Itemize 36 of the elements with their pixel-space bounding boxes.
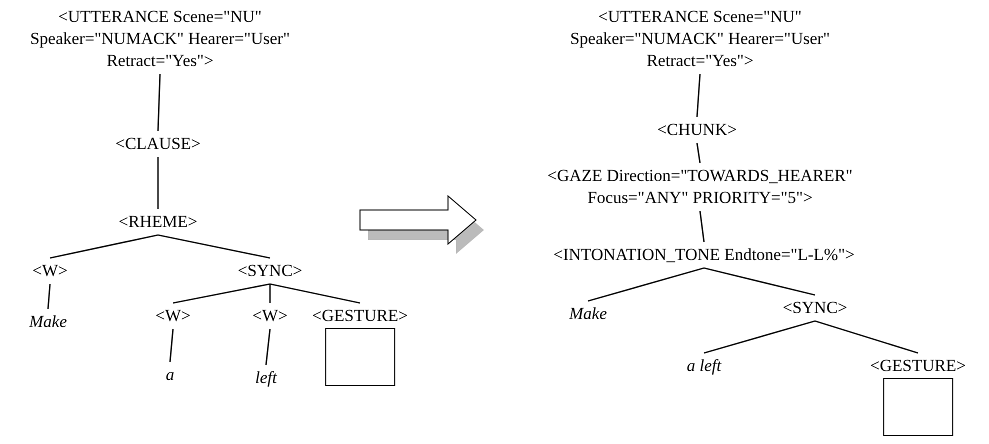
tag-label: <RHEME> <box>118 211 198 233</box>
word-label: left <box>255 367 277 389</box>
tree-branch-line <box>588 267 704 302</box>
tree-branch-line <box>814 320 918 354</box>
tree-branch-line <box>157 157 159 209</box>
tag-label: <INTONATION_TONE Endtone="L-L%"> <box>553 244 855 266</box>
word-label: Make <box>569 303 607 325</box>
word-label: Make <box>29 311 67 333</box>
tree-branch-line <box>704 320 816 354</box>
tree-branch-line <box>270 283 360 304</box>
tree-branch-line <box>265 328 271 366</box>
tag-label: <SYNC> <box>782 297 848 319</box>
tag-label: <CHUNK> <box>657 119 737 141</box>
tag-label: <GESTURE> <box>870 355 966 377</box>
tree-branch-line <box>269 284 271 303</box>
tree-branch-line <box>158 234 270 259</box>
tree-branch-line <box>169 328 174 362</box>
tag-label: <GESTURE> <box>312 305 408 327</box>
tag-label: <CLAUSE> <box>115 133 201 155</box>
tree-branch-line <box>50 234 158 259</box>
tag-label: <UTTERANCE Scene="NU" Speaker="NUMACK" Hearer="User" Retract="Yes"> <box>569 6 831 72</box>
tree-branch-line <box>172 283 270 304</box>
tag-label: <GAZE Direction="TOWARDS_HEARER" Focus="ANY" PRIORITY="5"> <box>546 165 854 209</box>
tag-label: <W> <box>252 305 288 327</box>
tag-label: <UTTERANCE Scene="NU" Speaker="NUMACK" Hearer="User" Retract="Yes"> <box>29 6 291 72</box>
tag-label: <W> <box>155 305 191 327</box>
word-label: a <box>166 364 174 386</box>
tree-branch-line <box>696 74 701 118</box>
tree-branch-line <box>157 74 161 132</box>
tree-branch-line <box>699 210 705 242</box>
tree-branch-line <box>47 284 51 310</box>
tree-branch-line <box>704 267 816 296</box>
tree-branch-line <box>696 142 701 164</box>
tag-label: <SYNC> <box>238 260 302 282</box>
tag-label: <W> <box>32 260 68 282</box>
word-label: a left <box>686 355 722 377</box>
